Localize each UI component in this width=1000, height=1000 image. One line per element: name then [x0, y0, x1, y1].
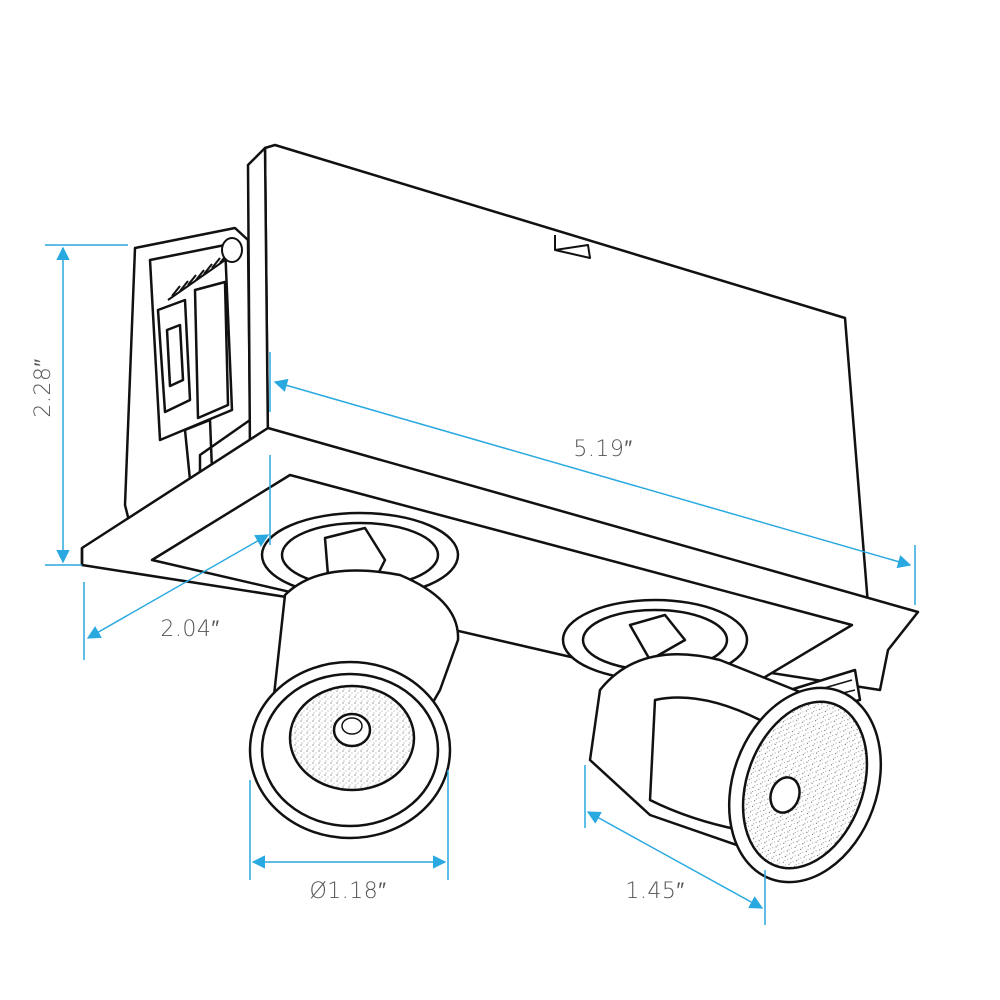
- width-label: 2.04″: [160, 617, 219, 642]
- dimension-lines: [45, 244, 916, 925]
- mounting-spring-clip: [123, 226, 252, 527]
- length-label: 5.19″: [573, 437, 632, 462]
- width-dimension: [83, 455, 271, 660]
- head-length-dimension: [584, 765, 766, 925]
- height-dimension: [45, 244, 128, 566]
- diameter-label: Ø1.18″: [309, 879, 386, 904]
- length-dimension: [269, 352, 916, 605]
- fixture-drawing: [80, 143, 920, 884]
- height-label: 2.28″: [31, 358, 56, 417]
- dimension-labels: 2.28″ 5.19″ 2.04″ Ø1.18″ 1.45″: [31, 358, 684, 904]
- diameter-dimension: [249, 770, 449, 880]
- spring-coil: [167, 237, 243, 301]
- right-lamp-head: [588, 613, 883, 884]
- head-length-label: 1.45″: [625, 879, 684, 904]
